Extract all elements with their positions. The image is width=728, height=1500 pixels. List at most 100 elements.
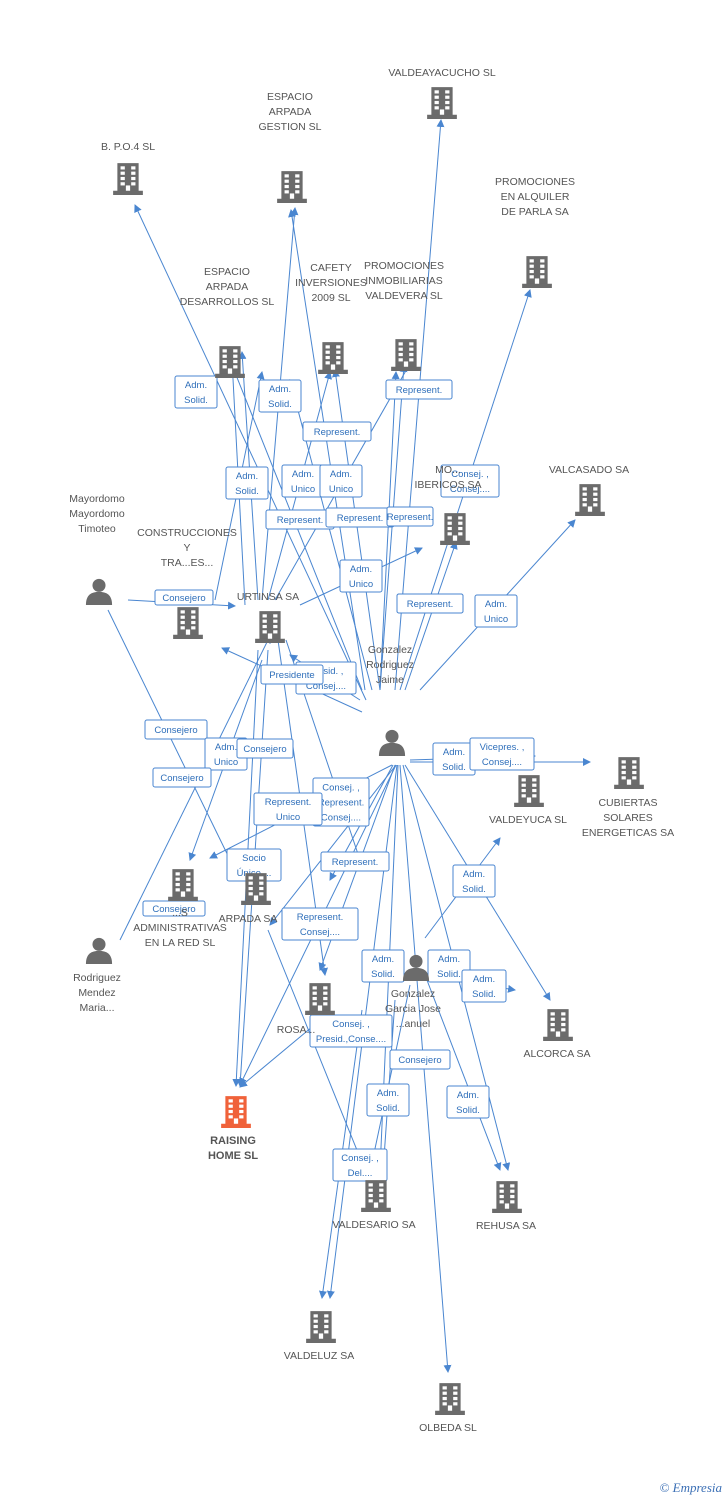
relation-label-30[interactable]: Represent.Consej....	[281, 907, 359, 941]
company-node-valcasado[interactable]: VALCASADO SA	[549, 464, 629, 516]
relation-label-27[interactable]: Represent.	[320, 851, 390, 872]
node-label: Mendez	[78, 987, 115, 999]
company-node-bpo4[interactable]: B. P.O.4 SL	[101, 141, 155, 195]
relation-label-text: Unico	[291, 484, 315, 495]
copyright-symbol: ©	[659, 1480, 670, 1495]
node-label: 2009 SL	[311, 292, 350, 304]
relation-label-text: Consejero	[162, 593, 205, 604]
node-label: IBERICOS SA	[414, 479, 481, 491]
relation-label-14[interactable]: Adm.Unico	[474, 594, 518, 628]
company-node-olbeda[interactable]: OLBEDA SL	[419, 1383, 477, 1434]
node-label: GESTION SL	[258, 121, 321, 133]
company-node-construcciones[interactable]: CONSTRUCCIONESYTRA...ES...	[137, 527, 237, 639]
company-node-urtinsa[interactable]: URTINSA SA	[237, 591, 299, 643]
building-icon	[305, 983, 335, 1015]
relation-label-1[interactable]: Adm.Solid.	[258, 379, 302, 413]
company-node-rosa[interactable]: ROSA...	[277, 983, 335, 1036]
relation-label-29[interactable]: Consejero	[142, 900, 206, 917]
company-node-valdeluz[interactable]: VALDELUZ SA	[284, 1311, 354, 1362]
relation-label-text: Adm.	[463, 869, 485, 880]
node-label: OLBEDA SL	[419, 1422, 477, 1434]
relation-label-31[interactable]: Adm.Solid.	[361, 949, 405, 983]
relation-label-box	[142, 900, 206, 917]
relation-label-2[interactable]: Adm.Solid.	[225, 466, 269, 500]
relation-label-9[interactable]: Represent.	[386, 506, 434, 527]
relation-label-24[interactable]: Consej. ,Represent.Consej....	[312, 777, 370, 827]
relation-label-21[interactable]: Consejero	[152, 767, 212, 788]
node-label: Mayordomo	[69, 493, 125, 505]
relation-label-text: Unico	[276, 812, 300, 823]
relation-label-5[interactable]: Represent.	[302, 421, 372, 442]
node-label: DESARROLLOS SL	[180, 296, 275, 308]
relation-label-7[interactable]: Represent.	[265, 509, 335, 530]
building-icon	[427, 87, 457, 119]
building-icon	[318, 342, 348, 374]
relation-label-box	[461, 969, 507, 1003]
relation-label-38[interactable]: Consej. ,Del....	[332, 1148, 388, 1182]
building-icon	[440, 513, 470, 545]
node-label: EN ALQUILER	[501, 191, 570, 203]
relation-label-15[interactable]: Consejero	[154, 589, 214, 606]
company-node-alcorca[interactable]: ALCORCA SA	[523, 1009, 591, 1060]
relation-label-22[interactable]: Adm.Solid.	[432, 742, 476, 776]
relation-label-text: Adm.	[457, 1090, 479, 1101]
relation-label-box	[174, 375, 218, 409]
relation-label-text: Adm.	[485, 599, 507, 610]
relation-label-20[interactable]: Consejero	[236, 738, 294, 759]
relation-label-32[interactable]: Adm.Solid.	[427, 949, 471, 983]
relation-label-37[interactable]: Adm.Solid.	[446, 1085, 490, 1119]
relation-label-36[interactable]: Adm.Solid.	[366, 1083, 410, 1117]
relation-label-text: Represent.	[407, 599, 453, 610]
company-node-arpada_sa[interactable]: ARPADA SA	[219, 873, 278, 925]
building-icon	[543, 1009, 573, 1041]
relation-label-box	[361, 949, 405, 983]
company-node-mo_ibericos[interactable]: MO...IBERICOS SA	[414, 464, 482, 545]
relation-label-text: Adm.	[185, 380, 207, 391]
relation-label-8[interactable]: Represent.	[325, 507, 395, 528]
company-node-rehusa[interactable]: REHUSA SA	[476, 1181, 536, 1232]
relation-label-34[interactable]: Consej. ,Presid.,Conse....	[309, 1014, 393, 1048]
relation-label-12[interactable]: Adm.Unico	[339, 559, 383, 593]
relation-label-13[interactable]: Represent.	[396, 593, 464, 614]
relation-label-35[interactable]: Consejero	[389, 1049, 451, 1070]
relation-label-text: Consej....	[306, 681, 346, 692]
relation-label-23[interactable]: Vicepres. ,Consej....	[469, 737, 535, 771]
relation-label-6[interactable]: Represent.	[385, 379, 453, 400]
relation-label-text: Solid.	[437, 969, 461, 980]
relation-label-18[interactable]: Consejero	[144, 719, 208, 740]
relation-label-25[interactable]: Represent.Unico	[253, 792, 323, 826]
relation-label-3[interactable]: Adm.Unico	[281, 464, 325, 498]
person-node-rodriguez_mendez[interactable]: RodriguezMendezMaria...	[73, 937, 121, 1014]
relation-label-text: Represent.	[387, 512, 433, 523]
relation-label-text: Represent.	[297, 912, 343, 923]
relation-label-text: Consej. ,	[451, 469, 489, 480]
relation-label-box	[440, 464, 500, 498]
relation-label-box	[260, 664, 324, 685]
relation-label-text: Adm.	[215, 742, 237, 753]
company-node-valdeayacucho[interactable]: VALDEAYACUCHO SL	[388, 67, 496, 119]
building-icon	[575, 484, 605, 516]
relation-label-17[interactable]: Presidente	[260, 664, 324, 685]
relation-label-4[interactable]: Adm.Unico	[319, 464, 363, 498]
company-node-valdesario[interactable]: VALDESARIO SA	[332, 1180, 416, 1231]
node-label: Gonzalez	[368, 644, 412, 656]
relation-label-33[interactable]: Adm.Solid.	[461, 969, 507, 1003]
relation-label-11[interactable]: Consej. ,Consej....	[440, 464, 500, 498]
relation-label-text: Represent.	[318, 798, 364, 809]
relation-label-28[interactable]: Adm.Solid.	[452, 864, 496, 898]
relation-label-text: Solid.	[376, 1103, 400, 1114]
relation-label-0[interactable]: Adm. Solid.	[174, 375, 218, 409]
relation-label-text: Solid.	[184, 395, 208, 406]
company-node-valdeyuca[interactable]: VALDEYUCA SL	[489, 775, 567, 826]
